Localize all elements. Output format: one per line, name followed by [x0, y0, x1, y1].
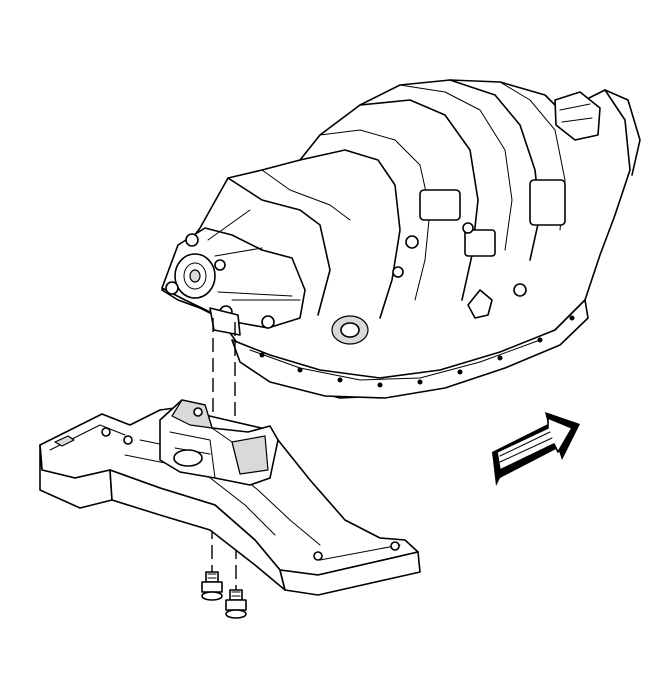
mount-bolt-right	[225, 589, 247, 619]
mount-bolt-left	[201, 571, 223, 601]
crossmember	[39, 407, 421, 596]
front-direction-arrow	[492, 412, 580, 486]
transmission-assembly	[161, 79, 641, 399]
transmission-mount	[159, 399, 279, 486]
